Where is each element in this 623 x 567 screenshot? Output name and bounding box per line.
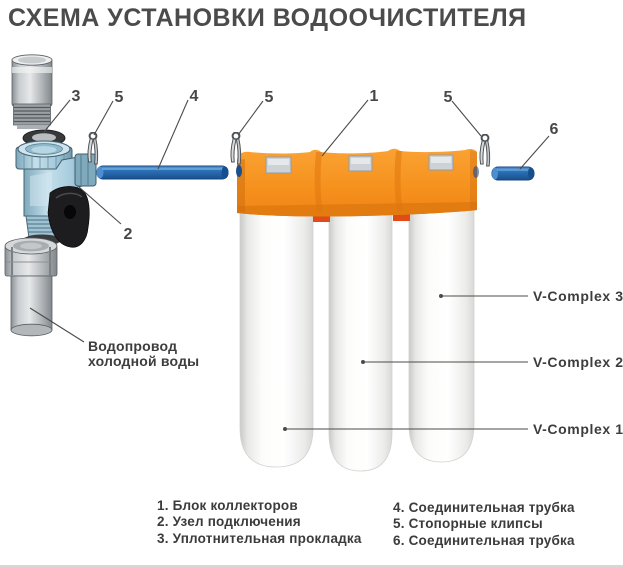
label-v-complex-2: V-Complex 2	[361, 354, 623, 370]
svg-text:6: 6	[550, 121, 559, 138]
connecting-tube-short	[491, 166, 535, 181]
label-v-complex-3: V-Complex 3	[439, 288, 623, 304]
filter-cartridge-2	[328, 203, 393, 472]
legend-item-4: 4. Соединительная трубка	[393, 500, 575, 515]
legend-item-6: 6. Соединительная трубка	[393, 532, 575, 548]
legend-left-column: 1. Блок коллекторов 2. Узел подключения …	[157, 498, 362, 547]
page-title: СХЕМА УСТАНОВКИ ВОДООЧИСТИТЕЛЯ	[8, 4, 527, 32]
label-v-complex-1: V-Complex 1	[283, 421, 623, 437]
legend-item-1: 1. Блок коллекторов	[157, 498, 298, 513]
manifold-label-plates	[265, 154, 454, 174]
callout-2: 2	[78, 186, 133, 243]
svg-text:V-Complex 2: V-Complex 2	[533, 354, 623, 370]
svg-text:4: 4	[190, 88, 199, 105]
legend-right-column: 4. Соединительная трубка 5. Стопорные кл…	[393, 500, 575, 549]
callout-5-middle: 5	[237, 89, 274, 136]
label-cold-water-supply: Водопровод холодной воды	[29, 307, 199, 369]
cold-water-pipe-top	[11, 54, 53, 129]
coupling-nut	[4, 237, 58, 277]
svg-text:5: 5	[444, 89, 453, 106]
cold-water-pipe-bottom	[10, 275, 53, 337]
legend-item-5: 5. Стопорные клипсы	[393, 516, 543, 532]
callout-3: 3	[43, 88, 81, 133]
manifold-outlet-port	[473, 166, 479, 178]
filter-cartridge-3	[408, 203, 475, 463]
callout-1: 1	[321, 88, 379, 157]
retaining-clip-middle	[229, 132, 242, 165]
retaining-clip-right	[478, 134, 491, 167]
valve-lever	[47, 186, 90, 248]
svg-text:5: 5	[115, 89, 124, 106]
legend-item-3: 3. Уплотнительная прокладка	[157, 530, 362, 546]
svg-text:V-Complex 1: V-Complex 1	[533, 421, 623, 437]
callout-5-right: 5	[444, 89, 482, 137]
svg-text:холодной воды: холодной воды	[88, 353, 199, 369]
manifold-inlet-port	[236, 165, 242, 177]
collector-block	[236, 148, 479, 217]
connecting-tube-long	[96, 165, 229, 180]
svg-text:5: 5	[265, 89, 274, 106]
callout-6: 6	[519, 121, 559, 170]
svg-text:1: 1	[370, 88, 379, 105]
callout-4: 4	[157, 88, 199, 170]
callout-5-left: 5	[93, 89, 124, 136]
legend-item-2: 2. Узел подключения	[157, 514, 301, 530]
svg-text:2: 2	[124, 226, 133, 243]
filter-cartridge-1	[239, 203, 314, 468]
svg-text:3: 3	[72, 88, 81, 105]
svg-text:V-Complex 3: V-Complex 3	[533, 288, 623, 304]
tee-valve	[15, 140, 97, 246]
svg-text:Водопровод: Водопровод	[88, 338, 177, 354]
